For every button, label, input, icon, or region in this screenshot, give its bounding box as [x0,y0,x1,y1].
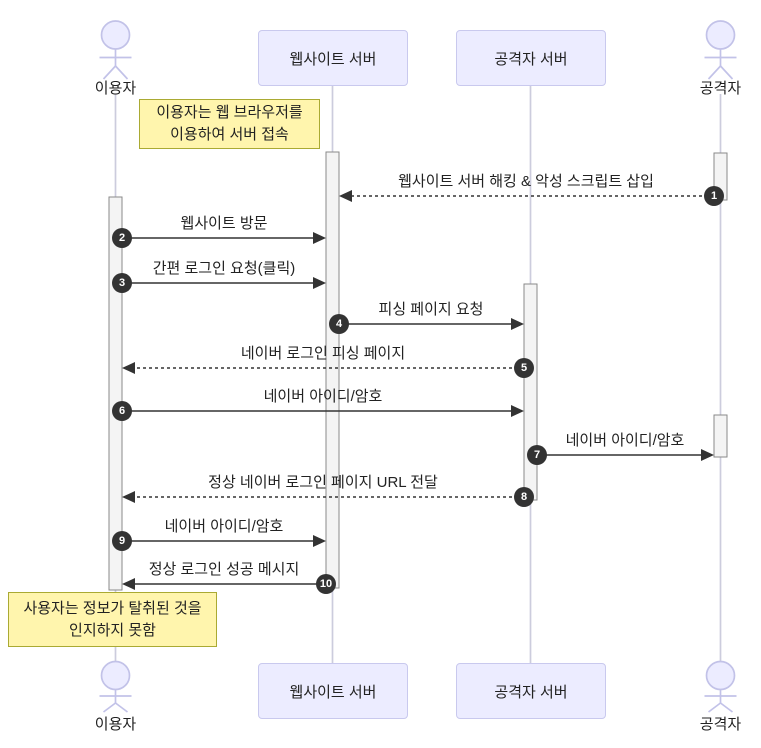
actor-head-icon [100,660,131,691]
message-5-arrowhead-icon [122,362,135,374]
message-3-number-badge: 3 [112,273,132,293]
actor-head-icon [705,20,736,50]
message-arrows [122,190,714,590]
actor-figures [99,20,737,713]
attacker-figure-top-icon [704,20,737,80]
participant-label: 웹사이트 서버 [289,683,377,701]
actor-head-icon [100,20,131,50]
message-8-number-badge: 8 [514,487,534,507]
participant-top-attacker-server: 공격자 서버 [456,30,606,86]
activation-user [108,196,123,591]
message-2-label: 웹사이트 방문 [180,215,268,232]
actor-leg-line [102,702,117,713]
actor-leg-line [114,702,129,713]
participant-bottom-website-server: 웹사이트 서버 [258,663,408,719]
note-line: 이용하여 서버 접속 [170,126,289,143]
user-figure-bottom-icon [99,660,132,713]
actor-leg-line [707,65,722,80]
message-4-label: 피싱 페이지 요청 [378,301,484,318]
message-9-number-badge: 9 [112,531,132,551]
note-bottom: 사용자는 정보가 탈취된 것을 인지하지 못함 [8,592,217,647]
note-top: 이용자는 웹 브라우저를 이용하여 서버 접속 [139,99,320,149]
message-3-label: 간편 로그인 요청(클릭) [152,260,296,277]
message-7-arrowhead-icon [701,449,714,461]
attacker-figure-bottom-icon [704,660,737,713]
actor-leg-line [707,702,722,713]
message-2-arrowhead-icon [313,232,326,244]
participant-label: 공격자 서버 [494,683,568,701]
message-6-number-badge: 6 [112,401,132,421]
message-1-arrowhead-icon [339,190,352,202]
actor-label-bottom-user: 이용자 [94,716,137,733]
actor-leg-line [719,702,734,713]
activation-bars [108,151,728,591]
actor-leg-line [114,65,129,80]
message-4-number-badge: 4 [329,314,349,334]
actor-label-top-user: 이용자 [94,80,137,97]
activation-attacker-2 [713,414,728,458]
actor-label-top-attacker: 공격자 [699,80,742,97]
message-10-arrowhead-icon [122,578,135,590]
participant-label: 공격자 서버 [494,50,568,68]
note-line: 사용자는 정보가 탈취된 것을 [23,599,202,617]
message-9-label: 네이버 아이디/암호 [164,518,284,535]
note-line: 인지하지 못함 [69,621,156,639]
note-line: 이용자는 웹 브라우저를 [156,104,303,121]
actor-leg-line [102,65,117,80]
actor-head-icon [705,660,736,691]
message-6-label: 네이버 아이디/암호 [263,388,383,405]
actor-leg-line [719,65,734,80]
message-2-number-badge: 2 [112,228,132,248]
message-1-label: 웹사이트 서버 해킹 & 악성 스크립트 삽입 [398,173,654,190]
message-10-number-badge: 10 [316,574,336,594]
message-8-label: 정상 네이버 로그인 페이지 URL 전달 [208,474,438,491]
message-8-arrowhead-icon [122,491,135,503]
activation-website-server [325,151,340,589]
message-5-number-badge: 5 [514,358,534,378]
message-10-label: 정상 로그인 성공 메시지 [148,561,300,578]
message-1-number-badge: 1 [704,186,724,206]
message-9-arrowhead-icon [313,535,326,547]
message-3-arrowhead-icon [313,277,326,289]
message-7-label: 네이버 아이디/암호 [565,432,685,449]
participant-label: 웹사이트 서버 [289,50,377,68]
activation-attacker-server [523,283,538,501]
user-figure-top-icon [99,20,132,80]
message-7-number-badge: 7 [527,445,547,465]
message-4-arrowhead-icon [511,318,524,330]
message-5-label: 네이버 로그인 피싱 페이지 [240,345,406,362]
actor-label-bottom-attacker: 공격자 [699,716,742,733]
message-6-arrowhead-icon [511,405,524,417]
participant-top-website-server: 웹사이트 서버 [258,30,408,86]
participant-bottom-attacker-server: 공격자 서버 [456,663,606,719]
